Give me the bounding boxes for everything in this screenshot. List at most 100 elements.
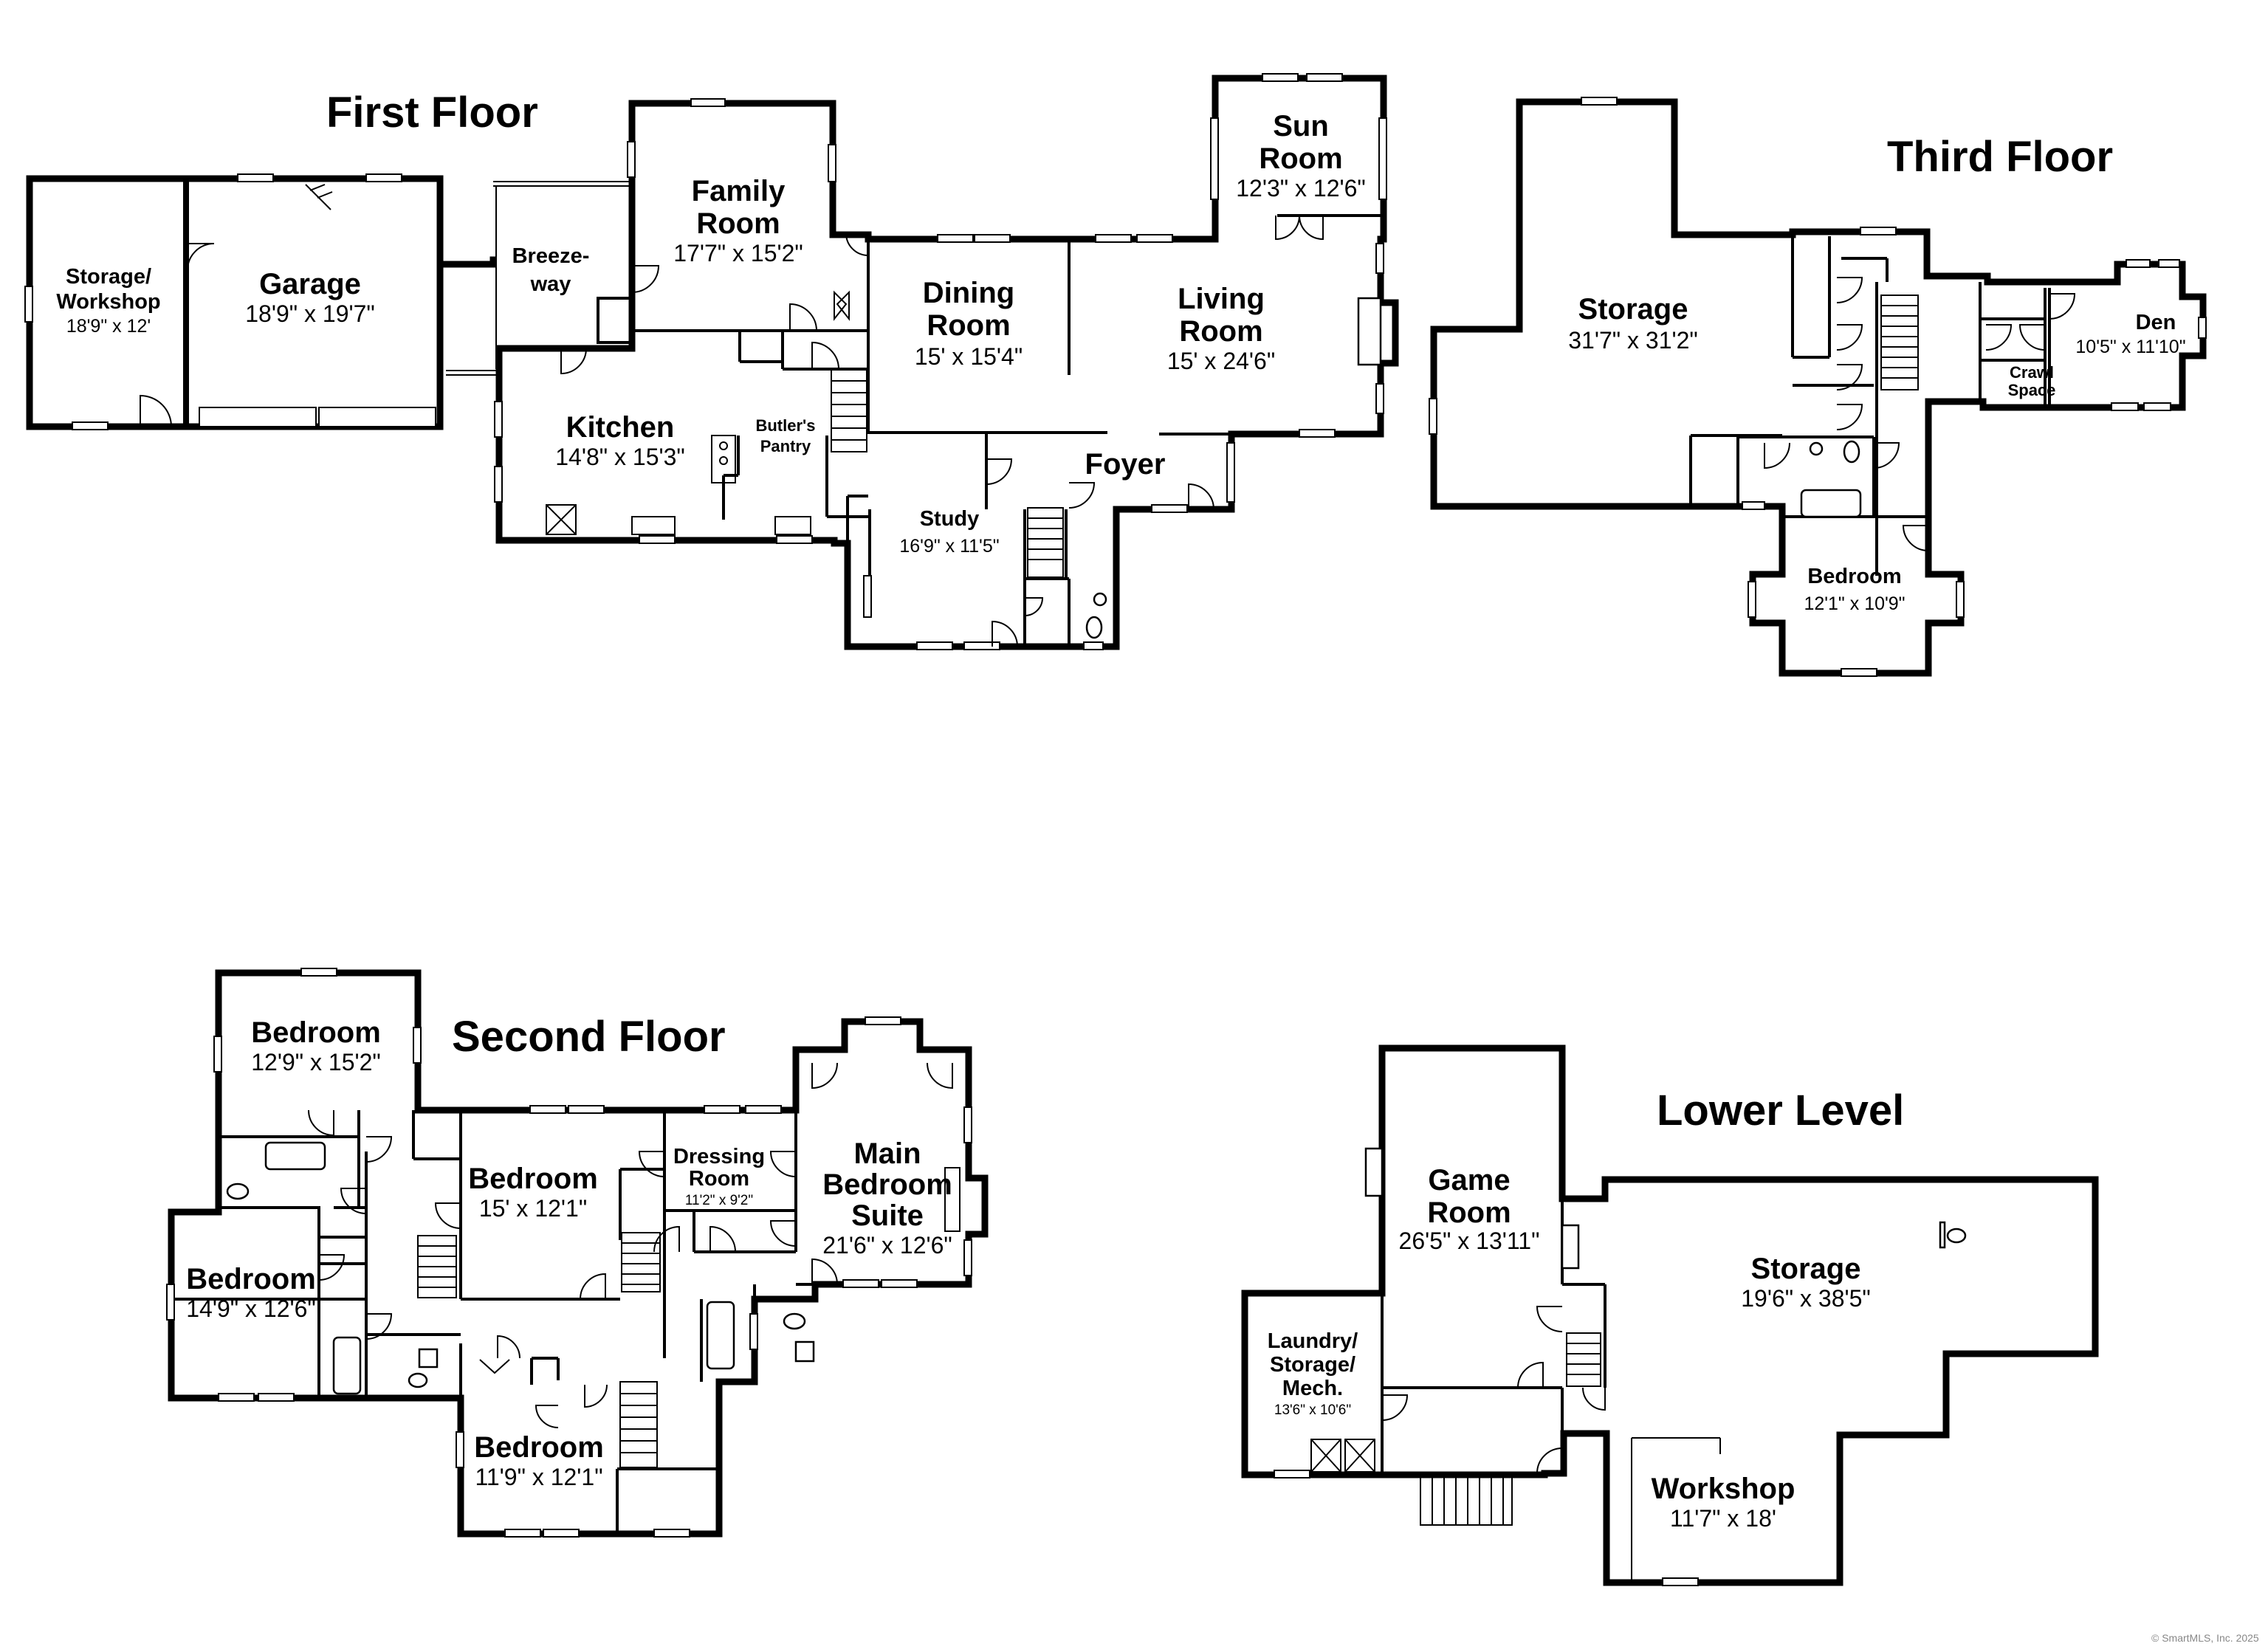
third-floor: Third Floor [1429,97,2207,677]
room-foyer: Foyer [1085,448,1166,481]
first-floor-title: First Floor [326,89,538,137]
room-dims: 12'3" x 12'6" [1236,175,1366,202]
first-floor: First Floor Storage/ Workshop 18'9" x 12… [24,73,1399,650]
room-bedroom-third: Bedroom 12'1" x 10'9" [1804,565,1905,614]
room-storage-lower: Storage 19'6" x 38'5" [1741,1253,1871,1312]
room-garage: Garage 18'9" x 19'7" [245,268,375,327]
room-name: Crawl [2010,363,2054,382]
room-storage-third: Storage 31'7" x 31'2" [1568,293,1698,354]
room-dims: 14'9" x 12'6" [186,1295,316,1322]
room-name: Room [1259,142,1342,175]
room-dims: 14'8" x 15'3" [555,444,685,470]
room-dims: 31'7" x 31'2" [1568,327,1698,354]
room-name: Workshop [56,290,160,314]
room-study: Study 16'9" x 11'5" [899,507,999,557]
room-crawl-space: Crawl Space [2008,363,2056,399]
room-name: Dining [923,277,1014,309]
room-name: Room [1179,315,1262,348]
room-name: Game [1428,1164,1510,1197]
room-dressing-room: Dressing Room 11'2" x 9'2" [673,1145,765,1208]
stairs [831,368,1064,578]
room-name: Butler's [755,416,815,435]
room-dims: 15' x 24'6" [1167,348,1275,374]
main-house-first [494,73,1399,650]
room-name: Storage [1578,293,1688,326]
room-dims: 15' x 15'4" [915,343,1023,370]
room-kitchen: Kitchen 14'8" x 15'3" [555,411,685,470]
room-name: Storage/ [66,265,151,289]
room-name: Storage [1751,1253,1861,1285]
room-sun-room: Sun Room 12'3" x 12'6" [1236,110,1366,202]
room-dims: 12'1" x 10'9" [1804,593,1905,614]
copyright-text: © SmartMLS, Inc. 2025 [2151,1632,2259,1644]
garage-block [24,173,497,430]
room-name: Laundry/ [1268,1329,1358,1353]
room-name: Room [689,1167,749,1191]
room-dims: 18'9" x 19'7" [245,300,375,327]
stairs [417,1232,661,1468]
room-name: Bedroom [474,1431,604,1464]
room-main-suite: Main Bedroom Suite 21'6" x 12'6" [822,1137,952,1259]
room-dims: 15' x 12'1" [479,1195,587,1222]
room-name: Sun [1273,110,1329,142]
room-name: Room [696,207,780,240]
lower-level: Lower Level [1241,1044,2099,1586]
room-bedroom-a: Bedroom 12'9" x 15'2" [251,1016,381,1075]
room-name: Pantry [760,437,811,455]
room-dining-room: Dining Room 15' x 15'4" [915,277,1023,370]
room-game-room: Game Room 26'5" x 13'11" [1399,1164,1540,1254]
room-dims: 26'5" x 13'11" [1399,1228,1540,1254]
room-name: Workshop [1652,1473,1796,1505]
room-name: Main [853,1137,921,1170]
room-bedroom-d: Bedroom 11'9" x 12'1" [474,1431,604,1490]
room-bedroom-b: Bedroom 15' x 12'1" [468,1163,598,1222]
room-name: Bedroom [1807,565,1901,588]
room-dims: 11'7" x 18' [1670,1505,1776,1532]
room-dims: 11'9" x 12'1" [475,1464,602,1490]
room-name: Garage [259,268,361,300]
room-storage-workshop: Storage/ Workshop 18'9" x 12' [56,265,160,337]
second-floor: Second Floor [166,968,989,1538]
room-laundry: Laundry/ Storage/ Mech. 13'6" x 10'6" [1268,1329,1358,1418]
room-dims: 13'6" x 10'6" [1274,1402,1351,1418]
room-name: Suite [851,1199,924,1232]
room-living-room: Living Room 15' x 24'6" [1167,283,1275,374]
room-name: way [530,272,571,296]
stairs [1880,295,1919,390]
lower-level-title: Lower Level [1657,1087,1904,1135]
third-floor-title: Third Floor [1887,133,2113,181]
room-name: Bedroom [468,1163,598,1195]
room-name: Den [2136,311,2176,334]
room-dims: 11'2" x 9'2" [685,1193,753,1208]
room-name: Dressing [673,1145,765,1168]
room-dims: 16'9" x 11'5" [899,536,999,557]
room-name: Family [692,175,786,207]
room-den: Den 10'5" x 11'10" [2075,311,2185,357]
room-name: Breeze- [512,244,590,268]
room-name: Study [920,507,980,531]
room-dims: 17'7" x 15'2" [673,240,803,266]
room-dims: 10'5" x 11'10" [2075,337,2185,357]
room-name: Bedroom [251,1016,381,1049]
room-name: Foyer [1085,448,1166,481]
breezeway-lines [446,181,629,376]
second-floor-title: Second Floor [452,1013,726,1061]
room-dims: 19'6" x 38'5" [1741,1285,1871,1312]
room-name: Space [2008,381,2056,399]
room-butlers-pantry: Butler's Pantry [755,416,815,455]
room-dims: 18'9" x 12' [66,316,151,337]
room-name: Living [1178,283,1265,315]
room-name: Storage/ [1270,1353,1355,1377]
room-family-room: Family Room 17'7" x 15'2" [673,175,803,266]
room-dims: 21'6" x 12'6" [822,1232,952,1259]
room-name: Mech. [1282,1377,1343,1400]
room-workshop: Workshop 11'7" x 18' [1652,1473,1796,1532]
room-dims: 12'9" x 15'2" [251,1049,381,1075]
stairs [1420,1332,1601,1526]
room-bedroom-c: Bedroom 14'9" x 12'6" [186,1263,316,1322]
room-name: Room [927,309,1010,342]
room-name: Bedroom [822,1168,952,1201]
room-name: Room [1427,1197,1511,1229]
room-breezeway: Breeze- way [512,244,590,296]
